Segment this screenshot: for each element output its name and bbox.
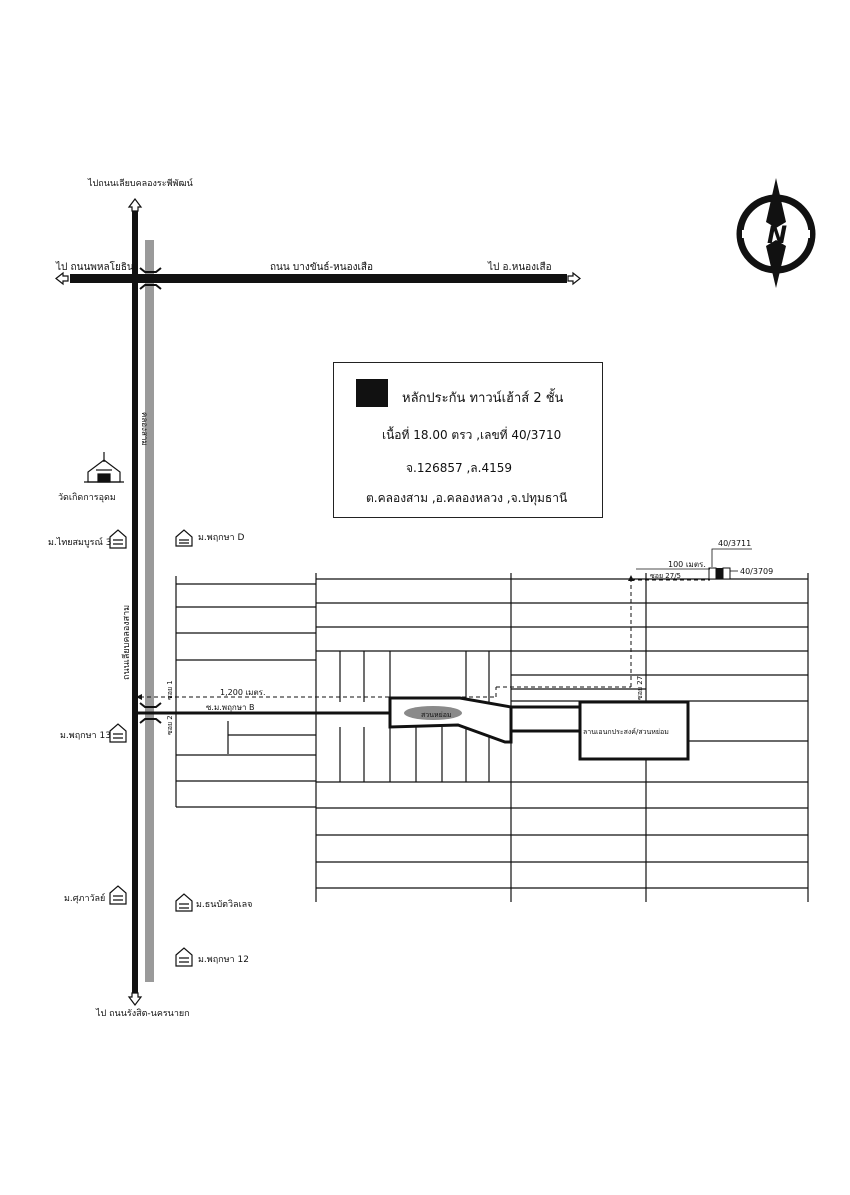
main-horizontal-road (70, 274, 567, 283)
label-dist-1200: 1,200 เมตร. (220, 688, 266, 697)
legend-line-1: หลักประกัน ทาวน์เฮ้าส์ 2 ชั้น (402, 391, 564, 406)
house-icon-pruksa-12 (175, 947, 193, 967)
label-to-phahon: ไป ถนนพหลโยธิน (55, 260, 134, 273)
route-arrow-up-icon (628, 575, 634, 581)
label-temple: วัดเกิดการอุดม (58, 492, 116, 503)
house-icon-supawat (109, 885, 127, 905)
label-main-vertical-road: ถนนเลียบคลองสาม (121, 605, 132, 680)
park-road-island (388, 696, 513, 744)
main-vertical-road (132, 210, 138, 994)
house-icon-thanaphat (175, 893, 193, 912)
arrow-top-icon (127, 198, 143, 212)
arrow-right-icon (567, 271, 581, 286)
bridge-top (139, 267, 162, 290)
park-area (404, 706, 462, 720)
label-to-nongsuea: ไป อ.หนองเสือ (487, 261, 552, 273)
house-icon-pruksa-13 (109, 723, 127, 743)
label-pruksa-12: ม.พฤกษา 12 (198, 955, 249, 965)
label-thaisombun: ม.ไทยสมบูรณ์ 3 (48, 536, 111, 548)
label-main-road: ถนน บางขันธ์-หนองเสือ (270, 261, 373, 273)
subdivision-grid (175, 573, 809, 902)
collateral-swatch (356, 379, 388, 407)
label-thanaphat: ม.ธนบัตวิลเลจ (196, 899, 252, 910)
label-supawat: ม.ศุภาวัลย์ (64, 892, 105, 904)
label-plot-3709: 40/3709 (740, 567, 773, 576)
route-dashed (140, 579, 710, 698)
label-plaza: ลานเอนกประสงค์/สวนหย่อม (583, 728, 669, 736)
target-plot-3710 (716, 568, 723, 579)
label-soi2: ซอย 2 (166, 715, 174, 735)
legend-line-4: ต.คลองสาม ,อ.คลองหลวง ,จ.ปทุมธานี (366, 491, 568, 505)
arrow-bottom-icon (127, 992, 143, 1006)
legend-line-2: เนื้อที่ 18.00 ตรว ,เลขที่ 40/3710 (382, 428, 562, 442)
label-plot-3711: 40/3711 (718, 539, 751, 548)
label-pruksa-d: ม.พฤกษา D (198, 533, 244, 543)
canal (145, 240, 154, 982)
label-soi27: ซอย 27 (636, 676, 644, 700)
plot-3711-leader (711, 548, 752, 567)
legend-line-3: จ.126857 ,ล.4159 (406, 461, 512, 475)
label-park: สวนหย่อม (421, 711, 452, 719)
plot-3709 (722, 567, 731, 580)
legend-box: หลักประกัน ทาวน์เฮ้าส์ 2 ชั้น เนื้อที่ 1… (333, 362, 603, 518)
soi-main-road (138, 705, 580, 733)
plot-3711 (708, 567, 717, 580)
arrow-left-icon (55, 271, 69, 286)
plaza-area (578, 700, 690, 761)
label-soi-m-b: ซ.ม.พฤกษา B (206, 703, 255, 712)
house-icon-pruksa-d (175, 529, 193, 547)
route-arrow-left-icon (136, 694, 142, 700)
label-soi27-5: ซอย 27/5 (650, 572, 681, 580)
label-dist-100: 100 เมตร. (668, 560, 706, 569)
label-to-bottom: ไป ถนนรังสิต-นครนายก (95, 1008, 190, 1019)
label-pruksa-13: ม.พฤกษา 13 (60, 731, 111, 741)
north-compass-icon (736, 178, 816, 288)
label-soi1: ซอย 1 (166, 680, 174, 700)
label-to-top: ไปถนนเลียบคลองระพีพัฒน์ (87, 177, 193, 189)
label-canal: คลองสาม (140, 412, 149, 446)
north-label: N (767, 221, 787, 249)
temple-icon (84, 452, 124, 483)
house-icon-thaisombun (109, 529, 127, 549)
bridge-soi (139, 702, 162, 724)
